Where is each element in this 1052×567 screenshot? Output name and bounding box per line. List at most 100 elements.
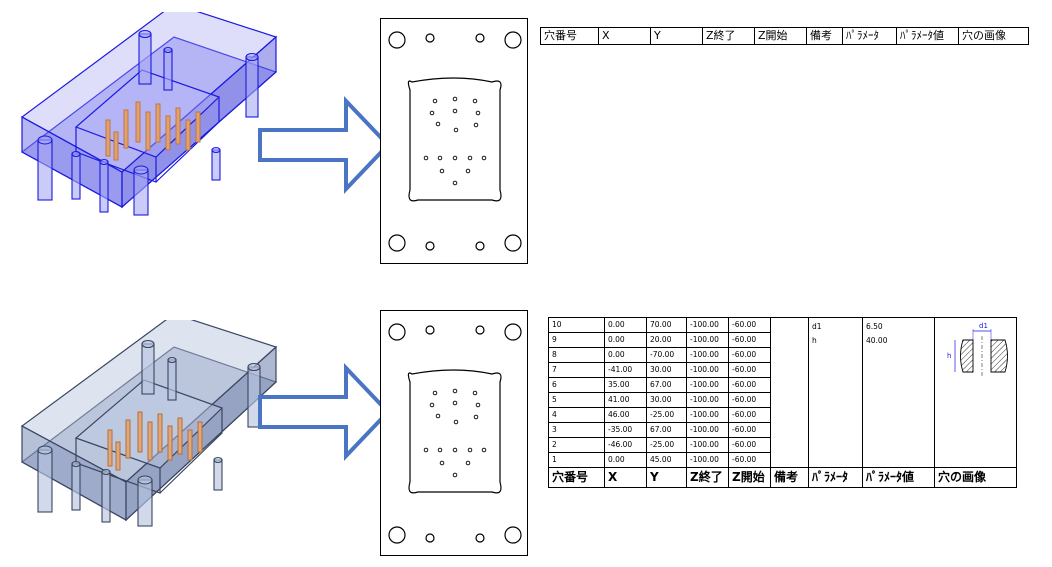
- param-value: 40.00: [866, 336, 888, 345]
- cell-hole-no: 6: [548, 377, 605, 393]
- cell-z-start: -60.00: [728, 407, 771, 423]
- param-name: d1: [812, 322, 822, 331]
- mold-plate-drawing-top: [380, 18, 528, 264]
- corner-holes: [388, 323, 522, 544]
- hole-table: 10 0.00 70.00 -100.00 -60.00 d1 h 6.50 4…: [548, 317, 1017, 488]
- table-row: 2 -46.00 -25.00 -100.00 -60.00: [548, 437, 1017, 453]
- cell-x: 35.00: [604, 377, 647, 393]
- cell-y: -25.00: [646, 437, 687, 453]
- cell-x: 0.00: [604, 452, 647, 468]
- cell-z-end: -100.00: [686, 437, 729, 453]
- cavity-outline: [407, 77, 502, 202]
- cell-hole-no: 1: [548, 452, 605, 468]
- cell-z-start: -60.00: [728, 437, 771, 453]
- cell-x: 0.00: [604, 317, 647, 333]
- cell-z-end: -100.00: [686, 332, 729, 348]
- cell-z-end: -100.00: [686, 407, 729, 423]
- cell-hole-no: 7: [548, 362, 605, 378]
- cell-y: 67.00: [646, 422, 687, 438]
- cell-y: -70.00: [646, 347, 687, 363]
- cell-x: -46.00: [604, 437, 647, 453]
- cell-z-end: -100.00: [686, 362, 729, 378]
- h-label: h: [947, 352, 951, 360]
- cell-z-end: -100.00: [686, 317, 729, 333]
- guide-pillars: [37, 339, 261, 527]
- footer-cell: 穴番号: [548, 467, 605, 488]
- footer-cell: 穴の画像: [934, 467, 1017, 488]
- footer-cell: ﾊﾟﾗﾒｰﾀ: [808, 467, 863, 488]
- right-arrow-icon: [258, 363, 391, 461]
- cell-hole-no: 8: [548, 347, 605, 363]
- cell-x: -35.00: [604, 422, 647, 438]
- footer-cell: X: [604, 467, 647, 488]
- cell-z-end: -100.00: [686, 392, 729, 408]
- cell-y: 30.00: [646, 392, 687, 408]
- header-cell: 穴の画像: [958, 27, 1029, 45]
- header-cell: X: [598, 27, 651, 45]
- cell-z-start: -60.00: [728, 362, 771, 378]
- footer-cell: ﾊﾟﾗﾒｰﾀ値: [862, 467, 935, 488]
- cell-z-start: -60.00: [728, 332, 771, 348]
- mold-plate-drawing-bottom: [380, 310, 528, 556]
- cell-hole-image: d1 h: [934, 317, 1017, 468]
- cell-z-start: -60.00: [728, 377, 771, 393]
- cell-remarks: [770, 317, 809, 468]
- cell-parameter-names: d1 h: [808, 317, 863, 468]
- header-cell: Z開始: [754, 27, 807, 45]
- corner-holes: [388, 31, 522, 252]
- cell-y: 45.00: [646, 452, 687, 468]
- cell-hole-no: 3: [548, 422, 605, 438]
- param-value: 6.50: [866, 322, 883, 331]
- footer-cell: Z開始: [728, 467, 771, 488]
- table-row: 6 35.00 67.00 -100.00 -60.00: [548, 377, 1017, 393]
- cell-hole-no: 4: [548, 407, 605, 423]
- header-cell: 穴番号: [540, 27, 599, 45]
- table-row: 8 0.00 -70.00 -100.00 -60.00: [548, 347, 1017, 363]
- cell-x: 41.00: [604, 392, 647, 408]
- ejector-holes: [423, 388, 487, 478]
- cell-z-start: -60.00: [728, 317, 771, 333]
- mold-3d-model-gray: [20, 320, 278, 527]
- cell-x: 0.00: [604, 347, 647, 363]
- cell-z-end: -100.00: [686, 422, 729, 438]
- cell-z-start: -60.00: [728, 452, 771, 468]
- param-name: h: [812, 336, 817, 345]
- ejector-holes: [423, 96, 487, 186]
- header-cell: ﾊﾟﾗﾒｰﾀ値: [896, 27, 959, 45]
- hole-table-header-empty: 穴番号 X Y Z終了 Z開始 備考 ﾊﾟﾗﾒｰﾀ ﾊﾟﾗﾒｰﾀ値 穴の画像: [540, 27, 1029, 45]
- cell-hole-no: 10: [548, 317, 605, 333]
- cell-y: 67.00: [646, 377, 687, 393]
- cell-hole-no: 9: [548, 332, 605, 348]
- table-footer-row: 穴番号 X Y Z終了 Z開始 備考 ﾊﾟﾗﾒｰﾀ ﾊﾟﾗﾒｰﾀ値 穴の画像: [548, 467, 1017, 488]
- ejector-pins: [105, 101, 201, 161]
- cell-y: 70.00: [646, 317, 687, 333]
- table-header-row: 穴番号 X Y Z終了 Z開始 備考 ﾊﾟﾗﾒｰﾀ ﾊﾟﾗﾒｰﾀ値 穴の画像: [540, 27, 1029, 45]
- cell-z-start: -60.00: [728, 347, 771, 363]
- cell-z-end: -100.00: [686, 377, 729, 393]
- cell-z-end: -100.00: [686, 452, 729, 468]
- cell-x: 0.00: [604, 332, 647, 348]
- footer-cell: Y: [646, 467, 687, 488]
- header-cell: Z終了: [702, 27, 755, 45]
- cavity-outline: [407, 369, 502, 494]
- cell-y: -25.00: [646, 407, 687, 423]
- cell-x: -41.00: [604, 362, 647, 378]
- cell-z-end: -100.00: [686, 347, 729, 363]
- table-row: 10 0.00 70.00 -100.00 -60.00 d1 h 6.50 4…: [548, 317, 1017, 468]
- cell-y: 20.00: [646, 332, 687, 348]
- hole-section-diagram: d1 h: [947, 322, 1008, 376]
- right-arrow-icon: [258, 96, 391, 194]
- cell-z-start: -60.00: [728, 392, 771, 408]
- cell-z-start: -60.00: [728, 422, 771, 438]
- ejector-pins: [107, 411, 203, 471]
- cell-y: 30.00: [646, 362, 687, 378]
- header-cell: 備考: [806, 27, 843, 45]
- cell-parameter-values: 6.50 40.00: [862, 317, 935, 468]
- table-row: 5 41.00 30.00 -100.00 -60.00: [548, 392, 1017, 408]
- cell-x: 46.00: [604, 407, 647, 423]
- cell-hole-no: 2: [548, 437, 605, 453]
- d1-label: d1: [979, 322, 988, 330]
- header-cell: ﾊﾟﾗﾒｰﾀ: [842, 27, 897, 45]
- mold-3d-model-blue: [20, 12, 278, 216]
- footer-cell: Z終了: [686, 467, 729, 488]
